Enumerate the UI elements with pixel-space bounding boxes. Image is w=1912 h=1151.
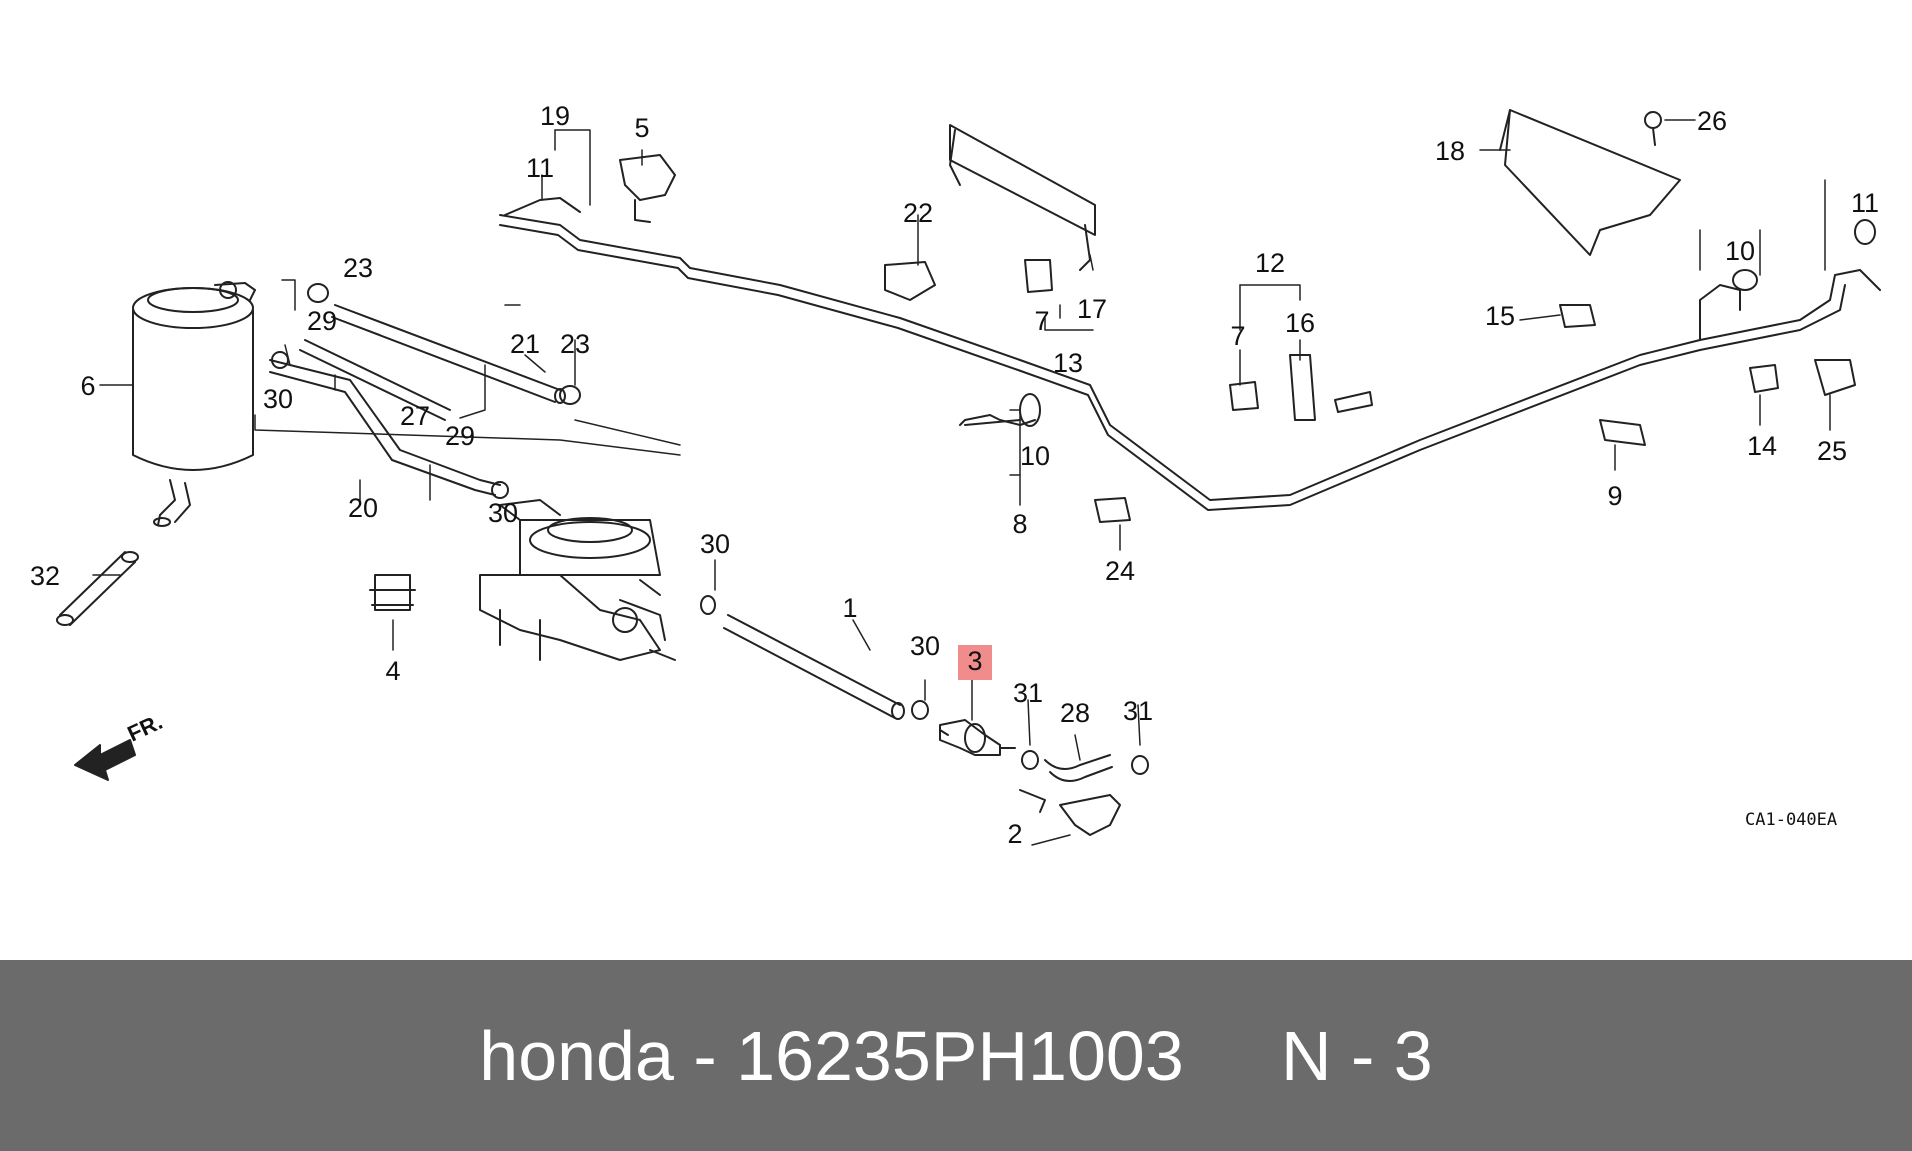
bracket-17 [949, 124, 1096, 271]
footer-caption: honda - 16235PH1003 N - 3 [0, 960, 1912, 1151]
parts-diagram: 1 2 3 4 5 6 7 7 8 9 10 10 11 11 12 13 14… [30, 101, 1881, 849]
hose-20 [269, 359, 501, 496]
callout-14: 14 [1747, 431, 1777, 461]
callout-29a: 29 [307, 306, 337, 336]
screw-26 [1644, 111, 1662, 146]
callout-7a: 7 [1034, 306, 1049, 336]
callout-15: 15 [1485, 301, 1515, 331]
valve-3 [939, 719, 1016, 756]
callout-30d: 30 [910, 631, 940, 661]
callout-11a: 11 [526, 153, 554, 183]
leader-lines [92, 119, 1831, 846]
clip-25 [1814, 359, 1856, 396]
callout-32: 32 [30, 561, 60, 591]
bracket-2 [1019, 789, 1121, 836]
vapor-line [499, 214, 1881, 511]
hose-28 [1044, 754, 1113, 782]
callout-10b: 10 [1725, 236, 1755, 266]
callout-28: 28 [1060, 698, 1090, 728]
clip-14 [1749, 364, 1779, 393]
hose-27 [299, 339, 451, 421]
part-number: 16235PH1003 [736, 1016, 1184, 1095]
clip-10-right [1732, 219, 1876, 291]
callout-31a: 31 [1013, 678, 1043, 708]
callout-9: 9 [1607, 481, 1622, 511]
callout-26: 26 [1697, 106, 1727, 136]
hose-1 [723, 614, 905, 720]
callout-2: 2 [1007, 819, 1022, 849]
callout-5: 5 [634, 113, 649, 143]
throttle-body [479, 499, 676, 661]
callout-18: 18 [1435, 136, 1465, 166]
callout-17: 17 [1077, 294, 1107, 324]
highlight-box [958, 645, 992, 680]
callout-8: 8 [1012, 509, 1027, 539]
callout-23a: 23 [343, 253, 373, 283]
bracket-18 [1499, 109, 1681, 256]
position-label: N - 3 [1281, 1016, 1433, 1095]
clamps [271, 283, 1149, 775]
callout-21: 21 [510, 329, 540, 359]
callout-30a: 30 [263, 384, 293, 414]
callout-24: 24 [1105, 556, 1135, 586]
callout-27: 27 [400, 401, 430, 431]
callout-4: 4 [385, 656, 400, 686]
brand-name: honda [479, 1016, 674, 1095]
callout-11b: 11 [1851, 188, 1879, 218]
clip-15 [1559, 304, 1596, 328]
callout-7b: 7 [1230, 321, 1245, 351]
charcoal-canister [132, 281, 256, 527]
callout-30c: 30 [700, 529, 730, 559]
clip-7-upper [1024, 259, 1053, 293]
clip-22 [884, 261, 936, 301]
clip-9 [1599, 419, 1646, 446]
clip-24 [1094, 497, 1131, 523]
callout-12: 12 [1255, 248, 1285, 278]
callout-20: 20 [348, 493, 378, 523]
canister-pipe [504, 197, 1036, 426]
callout-6: 6 [80, 371, 95, 401]
callout-3: 3 [967, 646, 982, 676]
callout-labels: 1 2 3 4 5 6 7 7 8 9 10 10 11 11 12 13 14… [30, 101, 1879, 849]
callout-25: 25 [1817, 436, 1847, 466]
callout-22: 22 [903, 198, 933, 228]
parts-diagram-svg: 1 2 3 4 5 6 7 7 8 9 10 10 11 11 12 13 14… [30, 101, 1881, 849]
callout-31b: 31 [1123, 696, 1153, 726]
callout-16: 16 [1285, 308, 1315, 338]
callout-1: 1 [842, 593, 857, 623]
callout-29b: 29 [445, 421, 475, 451]
clip-5 [619, 154, 676, 223]
separator: - [693, 1016, 717, 1095]
bracket-16 [1229, 354, 1373, 421]
callout-19: 19 [540, 101, 570, 131]
hose-32 [56, 551, 139, 626]
callout-23b: 23 [560, 329, 590, 359]
clip-4 [369, 574, 416, 611]
callout-10a: 10 [1020, 441, 1050, 471]
callout-13: 13 [1053, 348, 1083, 378]
callout-30b: 30 [488, 498, 518, 528]
direction-arrow [74, 739, 136, 781]
diagram-code: CA1-040EA [1745, 810, 1837, 830]
